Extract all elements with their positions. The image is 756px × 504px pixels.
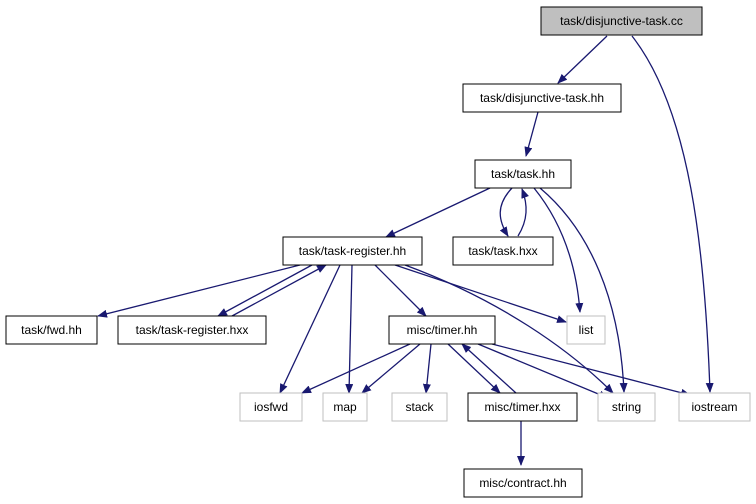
node-label: map (333, 400, 357, 414)
node-label: misc/contract.hh (479, 476, 566, 490)
node-label: task/disjunctive-task.hh (480, 91, 604, 105)
node-label: task/task-register.hxx (136, 323, 249, 337)
edge-timer-hh-to-map (361, 343, 421, 394)
edge-register-hh-to-timer-hh (374, 264, 427, 317)
node-timer-hh[interactable]: misc/timer.hh (388, 315, 496, 345)
node-fwd-hh[interactable]: task/fwd.hh (5, 315, 98, 345)
node-iostream[interactable]: iostream (678, 392, 751, 422)
node-label: list (579, 323, 594, 337)
edge-timer-hh-to-iosfwd (301, 343, 411, 394)
node-label: iosfwd (254, 400, 288, 414)
edge-timer-hxx-to-timer-hh (461, 343, 517, 394)
node-disjunctive-task-cc[interactable]: task/disjunctive-task.cc (540, 6, 703, 36)
node-disjunctive-task-hh[interactable]: task/disjunctive-task.hh (462, 83, 622, 113)
node-timer-hxx[interactable]: misc/timer.hxx (467, 392, 578, 422)
edge-register-hxx-to-register-hh (231, 264, 327, 317)
edges (97, 35, 714, 466)
edge-register-hh-to-map (345, 264, 354, 394)
edge-timer-hh-to-timer-hxx (447, 343, 501, 394)
edge-task-hh-to-task-register-hh (385, 187, 491, 238)
node-contract-hh[interactable]: misc/contract.hh (463, 468, 583, 498)
node-list[interactable]: list (566, 315, 606, 345)
edge-register-hh-to-register-hxx (217, 264, 313, 317)
edge-task-hh-to-list (533, 187, 584, 313)
edge-timer-hh-to-iostream (491, 343, 691, 397)
node-label: misc/timer.hh (407, 323, 478, 337)
edge-task-hh-to-task-hxx (499, 187, 513, 237)
edge-register-hh-to-fwd-hh (97, 264, 301, 318)
node-label: iostream (691, 400, 737, 414)
edge-register-hh-to-list (394, 264, 567, 323)
node-label: task/task.hh (491, 167, 555, 181)
node-string[interactable]: string (597, 392, 656, 422)
node-label: misc/timer.hxx (484, 400, 560, 414)
edge-disjunctive-cc-to-iostream (631, 35, 714, 393)
node-task-register-hxx[interactable]: task/task-register.hxx (117, 315, 267, 345)
edge-register-hh-to-string (404, 264, 614, 394)
node-label: task/task-register.hh (299, 244, 406, 258)
edge-task-hxx-to-task-hh (517, 188, 529, 237)
edge-disjunctive-hh-to-task-hh (524, 111, 539, 157)
node-stack[interactable]: stack (391, 392, 448, 422)
edge-disjunctive-cc-to-disjunctive-hh (557, 35, 608, 84)
node-label: task/task.hxx (468, 244, 537, 258)
node-iosfwd[interactable]: iosfwd (239, 392, 303, 422)
node-label: stack (405, 400, 434, 414)
node-label: task/fwd.hh (21, 323, 82, 337)
edge-register-hh-to-iosfwd (279, 264, 341, 394)
node-task-hxx[interactable]: task/task.hxx (452, 236, 554, 266)
node-task-hh[interactable]: task/task.hh (474, 159, 572, 189)
node-map[interactable]: map (322, 392, 368, 422)
node-label: string (612, 400, 641, 414)
node-label: task/disjunctive-task.cc (560, 14, 683, 28)
edge-timer-hh-to-stack (422, 343, 432, 394)
edge-task-hh-to-string (539, 187, 628, 393)
edge-timer-hh-to-string (477, 343, 609, 399)
node-task-register-hh[interactable]: task/task-register.hh (282, 236, 423, 266)
